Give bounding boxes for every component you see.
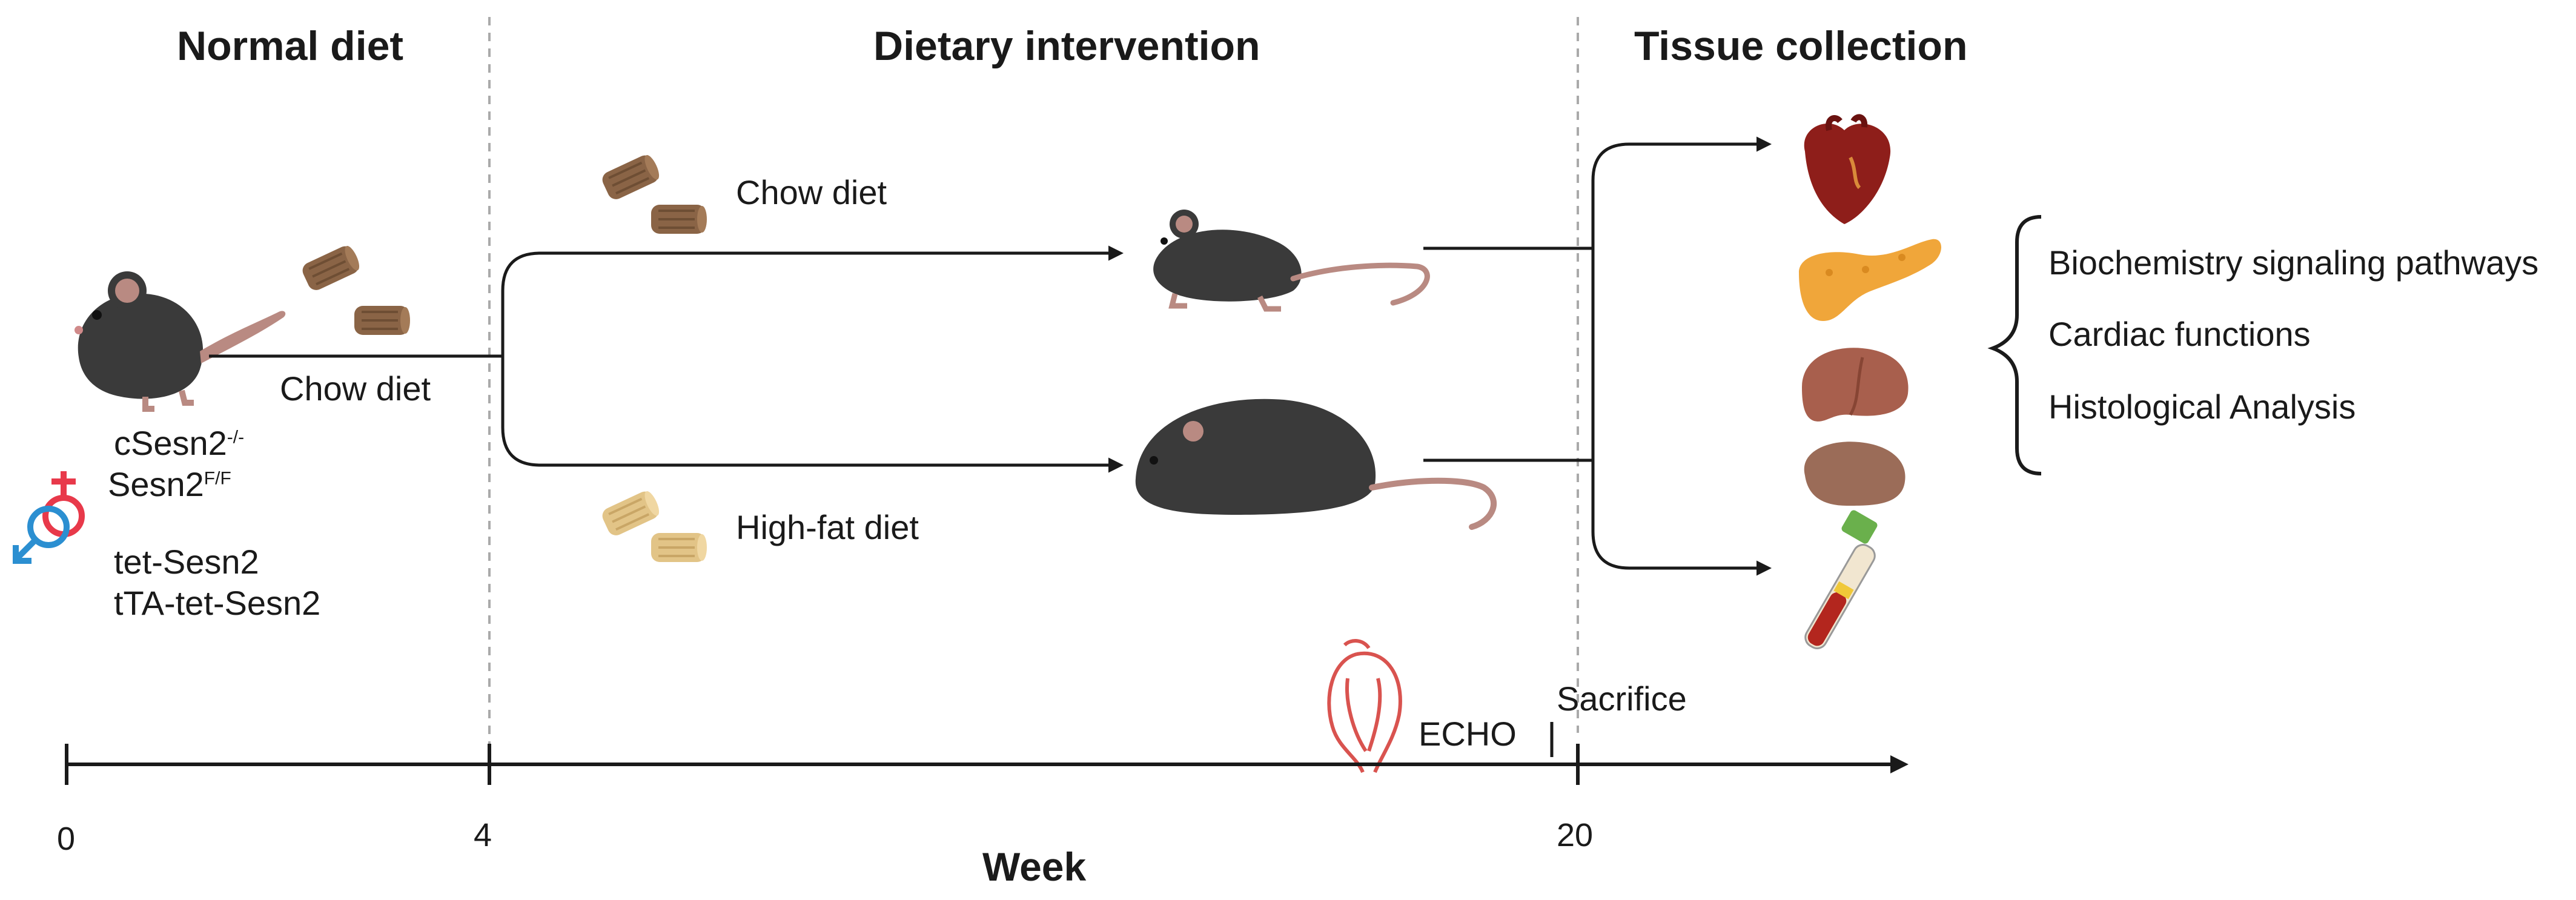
event-label-echo: ECHO — [1419, 715, 1517, 753]
axis-title: Week — [982, 844, 1087, 889]
male-symbol-icon — [13, 506, 70, 564]
heart-icon — [1804, 114, 1891, 224]
mouse-icon — [1135, 399, 1497, 530]
liver-icon — [1802, 348, 1909, 422]
branch-label-chow: Chow diet — [736, 173, 887, 211]
kidney-icon — [1804, 442, 1906, 506]
chow-pellet-icon — [299, 242, 364, 294]
analysis-item: Cardiac functions — [2048, 315, 2311, 353]
left-diet-label: Chow diet — [280, 369, 431, 408]
phase-title-normal-diet: Normal diet — [177, 23, 404, 69]
chow-pellet-icon — [598, 151, 664, 203]
mouse-icon — [74, 271, 286, 412]
genotype-label: tTA-tet-Sesn2 — [114, 584, 321, 622]
phase-title-dietary-intervention: Dietary intervention — [873, 23, 1260, 69]
phase-title-tissue-collection: Tissue collection — [1634, 23, 1968, 69]
axis-tick-label: 20 — [1557, 817, 1594, 853]
axis-tick-label: 0 — [57, 821, 76, 857]
branch-label-high-fat: High-fat diet — [736, 508, 919, 546]
echo-heart-icon — [1327, 639, 1402, 773]
analysis-item: Biochemistry signaling pathways — [2048, 243, 2539, 282]
blood-tube-icon — [1804, 510, 1878, 649]
genotype-label: Sesn2F/F — [108, 465, 231, 503]
pancreas-icon — [1799, 239, 1941, 321]
axis-tick-label: 4 — [474, 817, 492, 853]
chow-pellet-icon — [353, 305, 411, 336]
mouse-icon — [1153, 210, 1430, 312]
high-fat-pellet-icon — [598, 487, 664, 540]
genotype-label: cSesn2-/- — [114, 424, 245, 462]
chow-pellet-icon — [650, 203, 708, 235]
event-label-sacrifice: Sacrifice — [1557, 680, 1687, 718]
analysis-item: Histological Analysis — [2048, 388, 2356, 426]
high-fat-pellet-icon — [650, 532, 708, 563]
analysis-brace — [1987, 215, 2042, 475]
genotype-label: tet-Sesn2 — [114, 543, 259, 581]
